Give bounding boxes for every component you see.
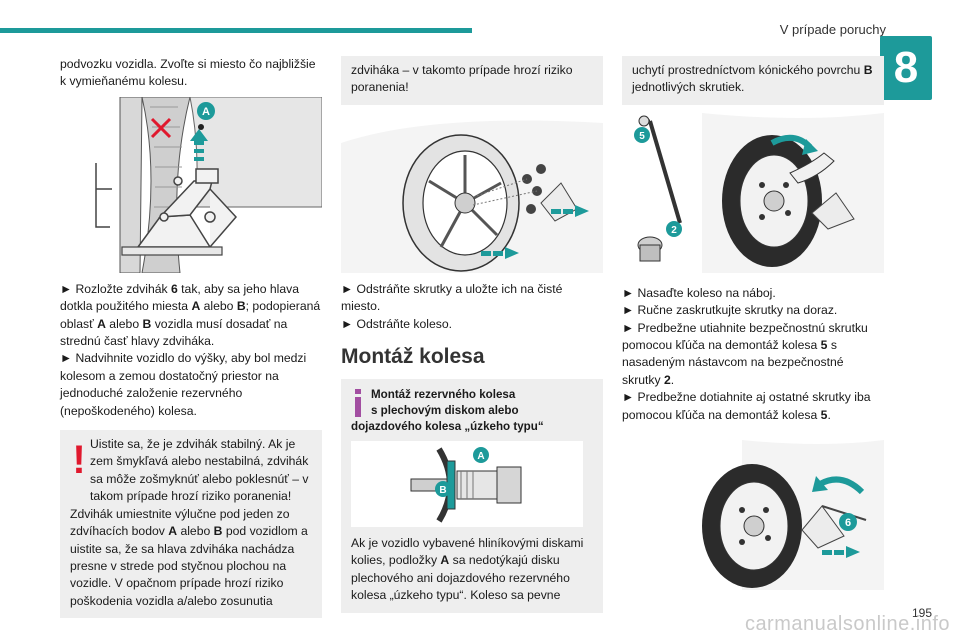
wheel-removal-figure: [341, 113, 603, 273]
info-box: Montáž rezervného kolesa s plechovým dis…: [341, 379, 603, 613]
column-1: podvozku vozidla. Zvoľte si miesto čo na…: [60, 56, 323, 619]
page-number: 195: [911, 606, 932, 620]
wheel-bolt-illustration: A B: [351, 441, 583, 528]
step-item: ► Predbežne dotiahnite aj ostatné skrutk…: [622, 390, 871, 422]
jack-placement-figure: A: [60, 96, 323, 274]
fig-label-5: 5: [639, 131, 645, 142]
section-title: Montáž kolesa: [341, 345, 485, 369]
info-heading-1: Montáž rezervného kolesa: [371, 388, 516, 402]
info-heading-2: s plechovým diskom alebo: [371, 404, 519, 418]
step-item: ► Ručne zaskrutkujte skrutky na doraz.: [622, 303, 838, 318]
fig-label-6: 6: [845, 517, 851, 529]
step-list-1: ► Rozložte zdvihák 6 tak, aby sa jeho hl…: [60, 281, 322, 420]
header-accent-bar: [0, 28, 472, 33]
wheel-mounting-illustration: 5 2: [634, 112, 884, 273]
step-list-2: ► Odstráňte skrutky a uložte ich na čist…: [341, 281, 603, 333]
warning-text-1: Uistite sa, že je zdvihák stabilný. Ak j…: [90, 437, 309, 504]
warning-continuation-text: zdviháka – v takomto prípade hrozí rizik…: [351, 63, 573, 95]
chapter-number-badge: 8: [880, 36, 932, 100]
info-continuation-text: uchytí prostredníctvom kónického povrchu…: [632, 63, 873, 95]
washer-figure: A B: [351, 441, 583, 528]
fig-label-a: A: [477, 451, 484, 462]
step-item: ► Predbežne utiahnite bezpečnostnú skrut…: [622, 320, 868, 387]
info-icon: [355, 389, 361, 418]
wheel-mounting-figure: 5 2: [622, 112, 884, 273]
warning-text-2: Zdvihák umiestnite výlučne pod jeden zo …: [70, 506, 308, 608]
info-continuation-box: uchytí prostredníctvom kónického povrchu…: [622, 56, 884, 105]
step-item: ► Rozložte zdvihák 6 tak, aby sa jeho hl…: [60, 281, 321, 349]
column-2: zdviháka – v takomto prípade hrozí rizik…: [341, 56, 603, 613]
step-item: ► Nadvihnite vozidlo do výšky, aby bol m…: [60, 351, 307, 418]
watermark: carmanualsonline.info: [744, 613, 950, 635]
info-heading-3: dojazdového kolesa „úzkeho typu“: [351, 420, 544, 434]
chapter-title: V prípade poruchy: [779, 22, 886, 37]
fig-label-b: B: [439, 485, 446, 496]
wheel-removal-illustration: [341, 120, 603, 273]
column-3: uchytí prostredníctvom kónického povrchu…: [622, 56, 884, 591]
wheel-lowering-figure: 6: [622, 440, 884, 591]
warning-box: ! Uistite sa, že je zdvihák stabilný. Ak…: [60, 430, 322, 619]
warning-continuation-box: zdviháka – v takomto prípade hrozí rizik…: [341, 56, 603, 105]
step-list-3: ► Nasaďte koleso na náboj. ► Ručne zaskr…: [622, 285, 884, 424]
step-item: ► Odstráňte koleso.: [341, 316, 452, 331]
jack-illustration: A: [60, 96, 323, 274]
step-item: ► Odstráňte skrutky a uložte ich na čist…: [341, 281, 563, 314]
info-text: Ak je vozidlo vybavené hliníkovými diska…: [351, 536, 584, 603]
wheel-lowering-illustration: 6: [702, 440, 884, 591]
fig-label-a: A: [202, 106, 210, 118]
step-item: ► Nasaďte koleso na náboj.: [622, 285, 776, 300]
intro-text: podvozku vozidla. Zvoľte si miesto čo na…: [60, 57, 316, 89]
warning-exclamation-icon: !: [72, 438, 86, 483]
fig-label-2: 2: [671, 225, 677, 236]
